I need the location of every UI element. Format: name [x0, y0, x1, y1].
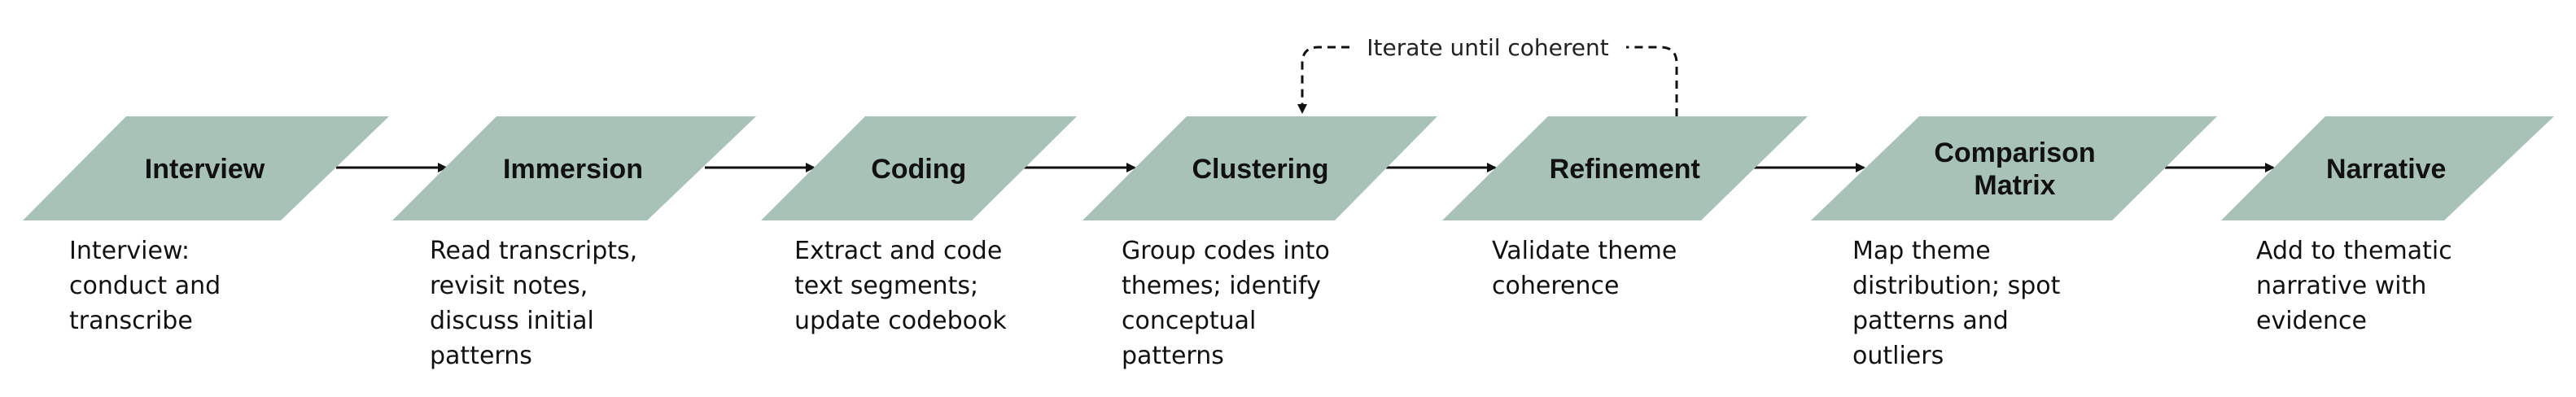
step-title-narrative: Narrative [2326, 154, 2446, 185]
step-shape-clustering [1082, 116, 1437, 220]
step-shape-comparison-matrix [1811, 116, 2217, 220]
step-description-immersion: Read transcripts, [430, 237, 637, 265]
step-description-interview: transcribe [69, 307, 193, 335]
step-description-refinement: coherence [1492, 272, 1619, 300]
step-description-interview: conduct and [69, 272, 221, 300]
step-title-immersion: Immersion [503, 154, 643, 185]
loop-label: Iterate until coherent [1367, 34, 1609, 61]
step-description-immersion: revisit notes, [430, 272, 588, 300]
step-shape-narrative [2221, 116, 2554, 220]
step-title-comparison-matrix: Comparison [1934, 137, 2095, 168]
step-description-interview: Interview: [69, 237, 190, 265]
step-description-immersion: patterns [430, 342, 532, 370]
step-description-clustering: conceptual [1122, 307, 1256, 335]
step-title-coding: Coding [871, 154, 966, 185]
step-description-narrative: Add to thematic [2256, 237, 2452, 265]
step-description-coding: update codebook [794, 307, 1007, 335]
step-description-comparison-matrix: Map theme [1852, 237, 1991, 265]
step-shape-refinement [1442, 116, 1808, 220]
step-shape-interview [23, 116, 389, 220]
step-title-clustering: Clustering [1192, 154, 1328, 185]
step-title-interview: Interview [145, 154, 265, 185]
step-description-clustering: patterns [1122, 342, 1224, 370]
step-description-clustering: themes; identify [1122, 272, 1321, 300]
step-description-comparison-matrix: outliers [1852, 342, 1944, 370]
step-description-narrative: evidence [2256, 307, 2367, 335]
step-description-coding: Extract and code [794, 237, 1002, 265]
step-title-refinement: Refinement [1550, 154, 1700, 185]
iteration-loop: Iterate until coherent [1302, 34, 1678, 116]
loop-arrow [1302, 46, 1678, 116]
step-description-clustering: Group codes into [1122, 237, 1330, 265]
step-description-narrative: narrative with [2256, 272, 2426, 300]
step-shape-coding [761, 116, 1077, 220]
step-description-comparison-matrix: patterns and [1852, 307, 2009, 335]
step-description-immersion: discuss initial [430, 307, 594, 335]
step-description-comparison-matrix: distribution; spot [1852, 272, 2061, 300]
step-title-comparison-matrix: Matrix [1974, 170, 2055, 201]
step-shape-immersion [392, 116, 756, 220]
step-description-refinement: Validate theme [1492, 237, 1677, 265]
step-description-coding: text segments; [794, 272, 978, 300]
